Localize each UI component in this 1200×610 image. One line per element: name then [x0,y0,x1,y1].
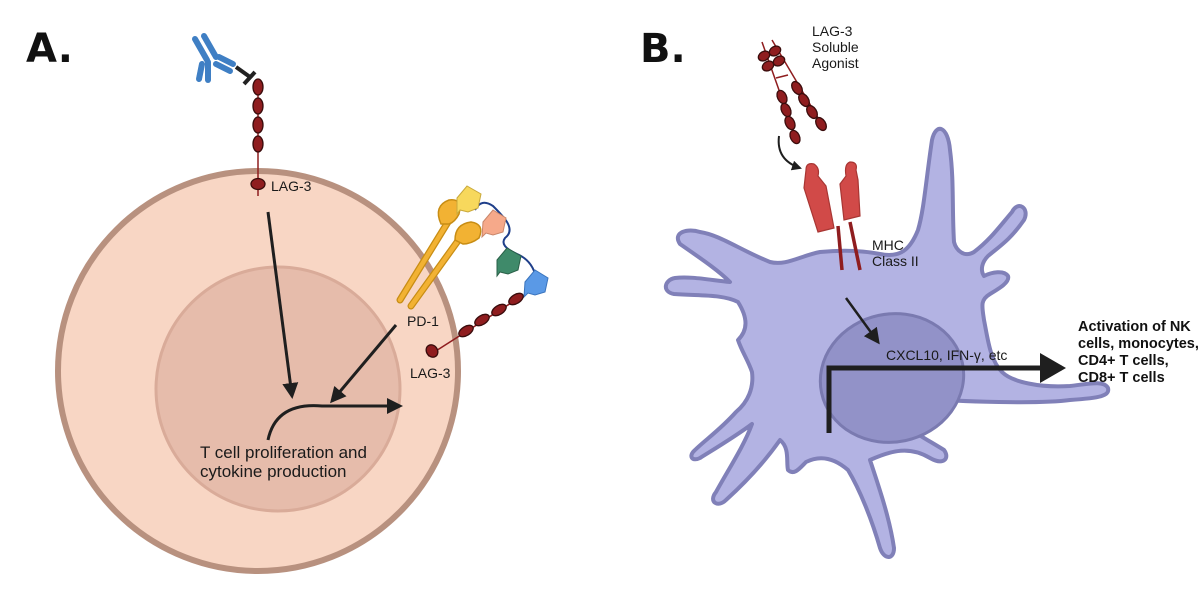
activation-label-line1: Activation of NK [1078,319,1191,335]
outcome-arrow [266,398,403,441]
ligand-complex-icon [456,185,549,299]
activation-label-line4: CD8+ T cells [1078,370,1165,386]
panel-a: A. LAG-3 [26,26,549,574]
cytokines-label: CXCL10, IFN-γ, etc [886,347,1007,363]
lag3-receptor-right [425,292,524,358]
outcome-label-line2: cytokine production [200,462,346,481]
pd1-receptor-icon [396,199,482,310]
signal-arrow-lag3 [266,211,299,399]
antibody-icon [192,33,236,83]
dendritic-cell-nucleus [818,312,966,444]
pd1-label: PD-1 [407,313,439,329]
agonist-label-line2: Soluble [812,39,859,55]
lag3-receptor-top [250,78,266,196]
mhc-label-line1: MHC [872,237,904,253]
lag3-soluble-agonist-icon [757,39,827,145]
agonist-label-line1: LAG-3 [812,23,853,39]
agonist-label-line3: Agonist [812,55,859,71]
panel-a-label: A. [26,26,73,72]
lag3-right-label: LAG-3 [410,365,451,381]
panel-b: B. LAG-3 Soluble Agonist [640,23,1199,559]
output-arrow-shaft [826,365,1040,433]
binding-arrow [777,135,802,171]
inhibition-icon [234,65,257,86]
mhc-label-line2: Class II [872,253,919,269]
lag3-top-label: LAG-3 [271,178,312,194]
panel-b-label: B. [640,26,686,72]
t-cell-nucleus [154,265,402,513]
signal-arrow-pd1 [330,324,398,404]
signal-arrow-mhc [844,297,880,345]
mhc-class-ii-icon [803,161,862,271]
activation-label-line3: CD4+ T cells, [1078,353,1169,369]
outcome-label-line1: T cell proliferation and [200,443,367,462]
activation-label-line2: cells, monocytes, [1078,336,1199,352]
